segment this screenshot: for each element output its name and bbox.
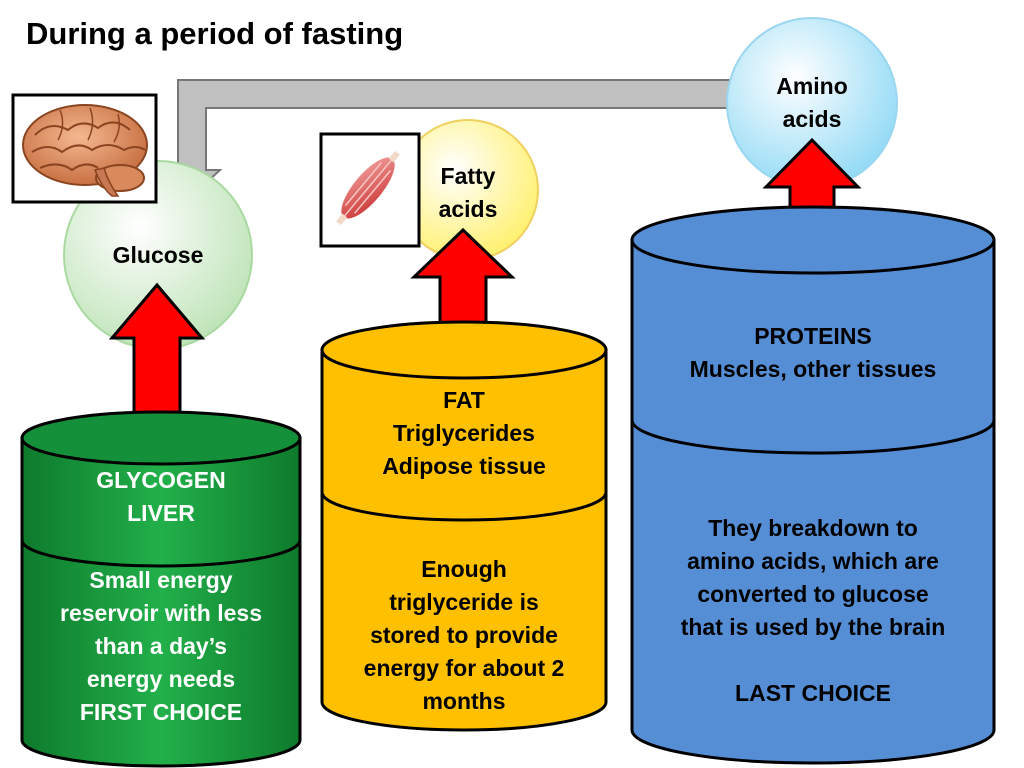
fat-bottom-line: Enough (421, 556, 507, 582)
amino-acids-label: Amino acids (752, 70, 872, 136)
proteins-bottom-label: They breakdown to amino acids, which are… (632, 512, 994, 710)
glycogen-cylinder (20, 410, 302, 768)
proteins-bottom-line (632, 644, 994, 677)
proteins-bottom-line: They breakdown to (708, 515, 918, 541)
fat-bottom-label: Enough triglyceride is stored to provide… (322, 553, 606, 718)
amino-acids-line: acids (782, 106, 842, 132)
brain-icon (22, 104, 148, 197)
fat-bottom-line: months (422, 688, 506, 714)
glycogen-top-line: GLYCOGEN (96, 467, 226, 493)
proteins-bottom-line: amino acids, which are (687, 548, 939, 574)
proteins-bottom-line: converted to glucose (697, 581, 929, 607)
proteins-top-line: PROTEINS (754, 323, 872, 349)
glycogen-to-glucose-arrow (108, 282, 206, 422)
glycogen-top-label: GLYCOGEN LIVER (22, 464, 300, 530)
glycogen-bottom-line: reservoir with less (60, 600, 262, 626)
proteins-cylinder (630, 205, 996, 765)
fatty-acids-label: Fatty acids (408, 160, 528, 226)
glycogen-bottom-line: than a day’s (94, 633, 228, 659)
muscle-image (319, 132, 421, 248)
fat-top-line: FAT (443, 387, 485, 413)
glucose-label: Glucose (88, 239, 228, 272)
fat-top-label: FAT Triglycerides Adipose tissue (322, 384, 606, 483)
fatty-acids-line: acids (438, 196, 498, 222)
fat-cylinder (320, 320, 608, 732)
fat-bottom-line: stored to provide (370, 622, 558, 648)
glycogen-bottom-line: Small energy (89, 567, 233, 593)
proteins-bottom-line: LAST CHOICE (735, 680, 891, 706)
brain-image (11, 93, 158, 204)
glycogen-bottom-line: energy needs (86, 666, 236, 692)
fat-bottom-line: energy for about 2 (363, 655, 565, 681)
glycogen-bottom-label: Small energy reservoir with less than a … (22, 564, 300, 729)
proteins-top-label: PROTEINS Muscles, other tissues (632, 320, 994, 386)
fat-top-line: Triglycerides (393, 420, 535, 446)
page-title: During a period of fasting (26, 16, 404, 51)
muscle-icon (336, 150, 400, 226)
proteins-top-line: Muscles, other tissues (689, 356, 937, 382)
fat-bottom-line: triglyceride is (389, 589, 539, 615)
glucose-label-text: Glucose (112, 242, 204, 268)
amino-acids-line: Amino (776, 73, 848, 99)
proteins-bottom-line: that is used by the brain (680, 614, 946, 640)
glycogen-bottom-line: FIRST CHOICE (79, 699, 243, 725)
fat-top-line: Adipose tissue (382, 453, 546, 479)
fatty-acids-line: Fatty (440, 163, 496, 189)
glycogen-top-line: LIVER (127, 500, 195, 526)
